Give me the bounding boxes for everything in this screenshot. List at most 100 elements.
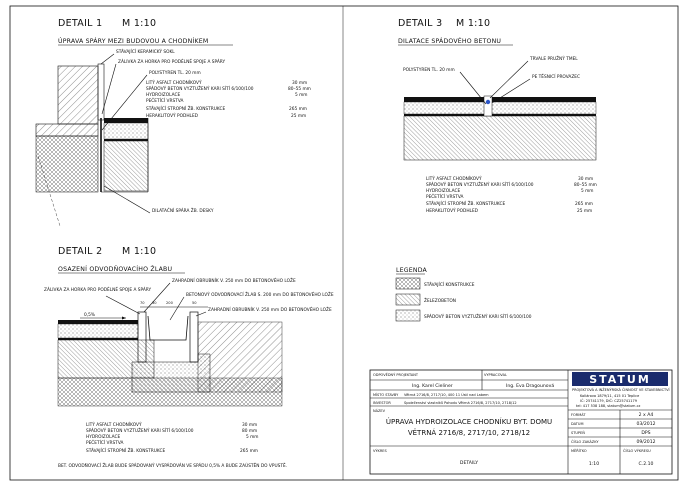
detail3-rc-slab bbox=[403, 115, 597, 161]
tb-drawing: DETAILY bbox=[460, 460, 478, 466]
detail1-ceramic-plinth bbox=[97, 63, 105, 121]
tb-scale-label: MĚŘÍTKO bbox=[571, 448, 587, 453]
tb-format-label: FORMÁT bbox=[571, 412, 586, 417]
detail2-callout-curb-right: ZAHRADNÍ OBRUBNÍK V. 250 mm DO BETONOVÉH… bbox=[208, 305, 332, 313]
layer-value: 265 mm bbox=[289, 106, 307, 112]
tb-sheet-label: ČÍSLO VÝKRESU bbox=[623, 448, 651, 453]
tb-investor: Společenství vlastníků Pohodu Větrná 271… bbox=[404, 401, 517, 405]
detail2-existing bbox=[57, 377, 283, 407]
tb-investor-label: INVESTOR bbox=[373, 401, 391, 405]
tb-stage: DPS bbox=[641, 430, 650, 436]
layer-label: SPÁDOVÝ BETON VYZTUŽENÝ KARI SÍTÍ 6/100/… bbox=[86, 426, 194, 434]
layer-label: SPÁDOVÝ BETON VYZTUŽENÝ KARI SÍTÍ 6/100/… bbox=[146, 84, 254, 92]
detail1-title: DETAIL 1 bbox=[58, 18, 102, 29]
company-logo: STATUM bbox=[589, 373, 651, 386]
detail2-callout-sealant: ZÁLIVKA ZA HORKA PRO PODÉLNÉ SPOJE A SPÁ… bbox=[44, 285, 151, 293]
layer-value: 80–55 mm bbox=[574, 182, 597, 188]
layer-value: 265 mm bbox=[575, 201, 593, 207]
detail1-callout-polystyrene: POLYSTYREN TL. 20 mm bbox=[149, 70, 201, 76]
detail2-slope: 0,5% bbox=[84, 312, 95, 318]
tb-object-line1: ÚPRAVA HYDROIZOLACE CHODNÍKU BYT. DOMU bbox=[386, 417, 552, 426]
detail3-callout-polystyrene: POLYSTYREN TL. 20 mm bbox=[403, 67, 455, 73]
detail2-leader-4 bbox=[195, 311, 207, 317]
detail3-joint bbox=[483, 95, 493, 117]
detail2-layer-list: LITÝ ASFALT CHODNÍKOVÝ 30 mm SPÁDOVÝ BET… bbox=[86, 421, 258, 454]
company-phone: tel: 417 538 188, statum@statum.cz bbox=[576, 404, 640, 408]
legend-item: SPÁDOVÝ BETON VYZTUŽENÝ KARI SÍTÍ 6/100/… bbox=[424, 312, 532, 320]
layer-label: LITÝ ASFALT CHODNÍKOVÝ bbox=[426, 175, 482, 182]
layer-value: 5 mm bbox=[295, 92, 307, 98]
detail2-leader-2 bbox=[143, 282, 171, 313]
detail1-scale: M 1:10 bbox=[122, 18, 156, 29]
tb-scale: 1:10 bbox=[589, 461, 599, 467]
tb-stage-label: STUPEŇ bbox=[571, 430, 585, 435]
tb-format: 2 x A4 bbox=[639, 412, 654, 418]
layer-label: HYDROIZOLACE bbox=[86, 434, 120, 440]
layer-label: STÁVAJÍCÍ STROPNÍ ŽB. KONSTRUKCE bbox=[146, 104, 225, 112]
detail3-leader-1 bbox=[489, 60, 529, 99]
title-block: STATUM PROJEKTOVÁ A INŽENÝRSKÁ ČINNOST V… bbox=[369, 369, 673, 475]
detail1-hydro bbox=[104, 139, 148, 141]
detail1-leader-2 bbox=[101, 63, 117, 115]
detail2-dim: 70 bbox=[140, 301, 145, 305]
detail2-dim: 50 bbox=[192, 301, 197, 305]
detail3-title: DETAIL 3 bbox=[398, 18, 442, 29]
legend-swatch-slope bbox=[395, 309, 421, 322]
tb-place: Větrná 2716/8, 2717/10, 400 11 Ústí nad … bbox=[404, 392, 489, 397]
layer-label: SPÁDOVÝ BETON VYZTUŽENÝ KARI SÍTÍ 6/100/… bbox=[426, 180, 534, 188]
detail1-rc-slab bbox=[103, 140, 149, 192]
tb-place-label: MÍSTO STAVBY bbox=[373, 392, 399, 397]
sheet-border bbox=[9, 5, 679, 481]
detail2-curb-right bbox=[189, 311, 199, 363]
layer-label: PEČETÍCÍ VRSTVA bbox=[86, 439, 123, 446]
legend-item: ŽELEZOBETON bbox=[424, 296, 456, 304]
detail2-asphalt bbox=[58, 320, 138, 324]
layer-label: PEČETÍCÍ VRSTVA bbox=[426, 193, 463, 200]
detail1-asphalt bbox=[104, 118, 148, 123]
detail2-title: DETAIL 2 bbox=[58, 246, 102, 257]
detail2-note: BET. ODVODŇOVACÍ ŽLAB BUDE SPÁDOVANÝ VYS… bbox=[58, 461, 287, 469]
detail1-bottom-note: DILATAČNÍ SPÁRA ŽB. DESKY bbox=[152, 206, 214, 214]
detail-3: DETAIL 3 M 1:10 DILATACE SPÁDOVÉHO BETON… bbox=[398, 18, 597, 214]
detail3-subtitle: DILATACE SPÁDOVÉHO BETONU bbox=[398, 36, 501, 45]
detail1-leader-4 bbox=[103, 185, 151, 214]
detail1-callout-plinth: STÁVAJÍCÍ KERAMICKÝ SOKL bbox=[116, 48, 175, 55]
detail1-building-wall bbox=[57, 65, 99, 125]
detail3-layer-list: LITÝ ASFALT CHODNÍKOVÝ 30 mm SPÁDOVÝ BET… bbox=[426, 175, 597, 214]
layer-value: 30 mm bbox=[578, 176, 593, 182]
tb-order-label: ČÍSLO ZAKÁZKY bbox=[571, 439, 599, 444]
detail1-joint-dash bbox=[37, 155, 61, 227]
layer-label: HERAKLITOVÝ PODHLED bbox=[146, 112, 199, 119]
legend-item: STÁVAJÍCÍ KONSTRUKCE bbox=[424, 281, 475, 288]
layer-value: 265 mm bbox=[240, 448, 258, 454]
detail2-callout-curb-left: ZAHRADNÍ OBRUBNÍK V. 250 mm DO BETONOVÉH… bbox=[172, 276, 296, 284]
tb-designer-label: ODPOVĚDNÝ PROJEKTANT bbox=[373, 372, 419, 377]
detail1-subtitle: ÚPRAVA SPÁRY MEZI BUDOVOU A CHODNÍKEM bbox=[58, 36, 208, 45]
tb-date-label: DATUM bbox=[571, 422, 583, 426]
layer-value: 30 mm bbox=[242, 422, 257, 428]
tb-drawn-label: VYPRACOVAL bbox=[484, 373, 507, 377]
detail1-leader-3 bbox=[101, 74, 148, 131]
tb-designer: Ing. Karel Cieliner bbox=[412, 383, 453, 389]
tb-drawing-label: VÝKRES bbox=[373, 448, 387, 453]
detail2-drain-channel bbox=[147, 315, 189, 341]
layer-value: 25 mm bbox=[291, 113, 306, 119]
layer-value: 25 mm bbox=[577, 208, 592, 214]
detail2-slope-concrete bbox=[57, 323, 139, 339]
detail3-hydro bbox=[404, 114, 596, 116]
legend-title: LEGENDA bbox=[396, 267, 428, 274]
detail3-scale: M 1:10 bbox=[456, 18, 490, 29]
detail3-asphalt bbox=[404, 97, 596, 102]
layer-label: LITÝ ASFALT CHODNÍKOVÝ bbox=[146, 79, 202, 86]
tb-object-label: NÁZEV bbox=[373, 408, 386, 413]
layer-value: 80–55 mm bbox=[288, 86, 311, 92]
detail1-existing bbox=[35, 135, 99, 193]
detail-1: DETAIL 1 M 1:10 ÚPRAVA SPÁRY MEZI BUDOVO… bbox=[35, 18, 311, 227]
company-logo-box bbox=[572, 372, 668, 386]
layer-label: HYDROIZOLACE bbox=[426, 188, 460, 194]
detail2-dim: 200 bbox=[166, 301, 174, 305]
detail1-leader-1 bbox=[100, 53, 115, 65]
legend-swatch-existing bbox=[395, 277, 421, 290]
detail2-slope-arrowhead bbox=[122, 316, 126, 320]
legend: LEGENDA STÁVAJÍCÍ KONSTRUKCE ŽELEZOBETON… bbox=[395, 267, 532, 322]
